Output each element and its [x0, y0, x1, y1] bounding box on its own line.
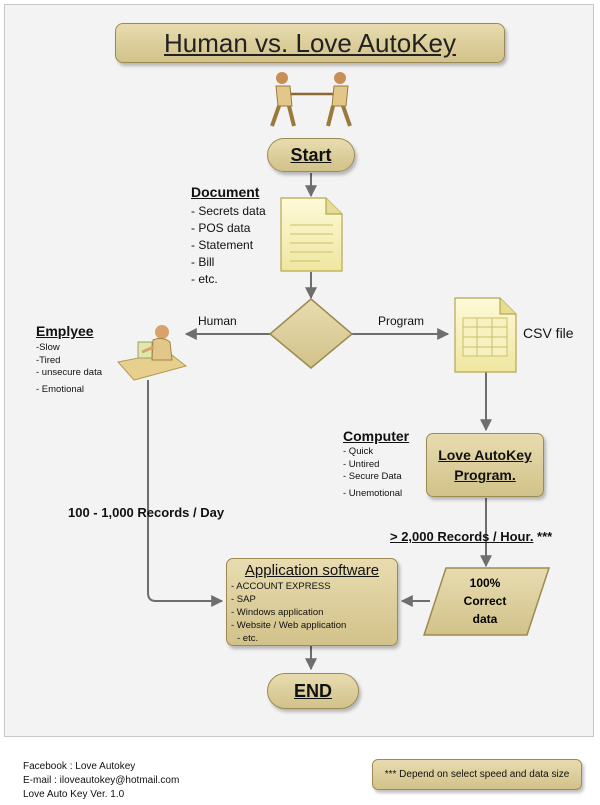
computer-rate: > 2,000 Records / Hour. *** — [390, 529, 552, 544]
application-software-box: Application software - ACCOUNT EXPRESS -… — [226, 558, 398, 646]
tug-of-war-icon — [270, 72, 352, 127]
correct-line-3: data — [472, 612, 498, 626]
document-heading: Document — [191, 184, 260, 200]
list-item: - SAP — [231, 594, 256, 605]
list-item: - POS data — [191, 221, 251, 235]
list-item: - etc. — [237, 633, 259, 644]
computer-rate-label: > 2,000 Records / Hour. — [390, 529, 534, 544]
document-list: - Secrets data - POS data - Statement - … — [191, 203, 266, 288]
correct-line-1: 100% — [469, 576, 501, 590]
spreadsheet-icon — [454, 297, 517, 373]
list-item: -Tired — [36, 354, 61, 366]
program-box-line-1: Love AutoKey — [438, 447, 532, 463]
computer-rate-footnote-mark: *** — [533, 529, 553, 544]
list-item: - Secrets data — [191, 204, 266, 218]
list-item: - unsecure data — [36, 367, 103, 378]
end-label: END — [293, 680, 332, 701]
footer-facebook: Facebook : Love Autokey — [23, 761, 136, 772]
list-item: - ACCOUNT EXPRESS — [231, 581, 331, 592]
footnote-box: *** Depend on select speed and data size — [372, 759, 582, 790]
footer-email: E-mail : iloveautokey@hotmail.com — [23, 775, 180, 786]
list-item: - Secure Data — [343, 471, 402, 482]
list-item: - Emotional — [36, 383, 85, 395]
love-autokey-program-box: Love AutoKey Program. — [426, 433, 544, 497]
list-item: -Slow — [36, 342, 60, 353]
list-item: - Windows application — [231, 607, 324, 618]
arrow-human-to-app — [147, 380, 224, 607]
csv-file-label: CSV file — [523, 325, 574, 341]
end-terminator: END — [267, 673, 359, 709]
list-item: - Untired — [343, 458, 380, 470]
correct-data-parallelogram — [422, 567, 551, 636]
person-at-desk-icon — [117, 325, 188, 381]
computer-heading: Computer — [343, 428, 410, 444]
correct-line-2: Correct — [463, 594, 507, 608]
correct-data-label: 100% Correct data — [433, 574, 537, 628]
start-label: Start — [290, 144, 332, 165]
title-box: Human vs. Love AutoKey — [115, 23, 505, 63]
list-item: - Unemotional — [343, 487, 403, 499]
footer-version: Love Auto Key Ver. 1.0 — [23, 789, 125, 800]
human-rate-label: 100 - 1,000 Records / Day — [68, 505, 225, 520]
list-item: - Quick — [343, 446, 374, 457]
employee-heading: Emplyee — [36, 323, 94, 339]
branch-label-program: Program — [378, 314, 425, 328]
footer-contact: Facebook : Love Autokey E-mail : iloveau… — [23, 760, 179, 802]
application-software-title: Application software — [244, 562, 380, 579]
list-item: - Bill — [191, 255, 215, 269]
list-item: - Website / Web application — [231, 620, 347, 631]
list-item: - Statement — [191, 238, 254, 252]
branch-label-human: Human — [198, 314, 237, 328]
computer-list: - Quick - Untired - Secure Data - Unemot… — [343, 446, 402, 500]
page-title: Human vs. Love AutoKey — [164, 27, 456, 58]
decision-diamond — [268, 298, 354, 369]
start-terminator: Start — [267, 138, 355, 172]
document-icon — [280, 197, 343, 272]
list-item: - etc. — [191, 272, 218, 286]
employee-list: -Slow -Tired - unsecure data - Emotional — [36, 342, 102, 396]
program-box-line-2: Program. — [454, 467, 516, 483]
footnote-text: *** Depend on select speed and data size — [384, 769, 570, 780]
